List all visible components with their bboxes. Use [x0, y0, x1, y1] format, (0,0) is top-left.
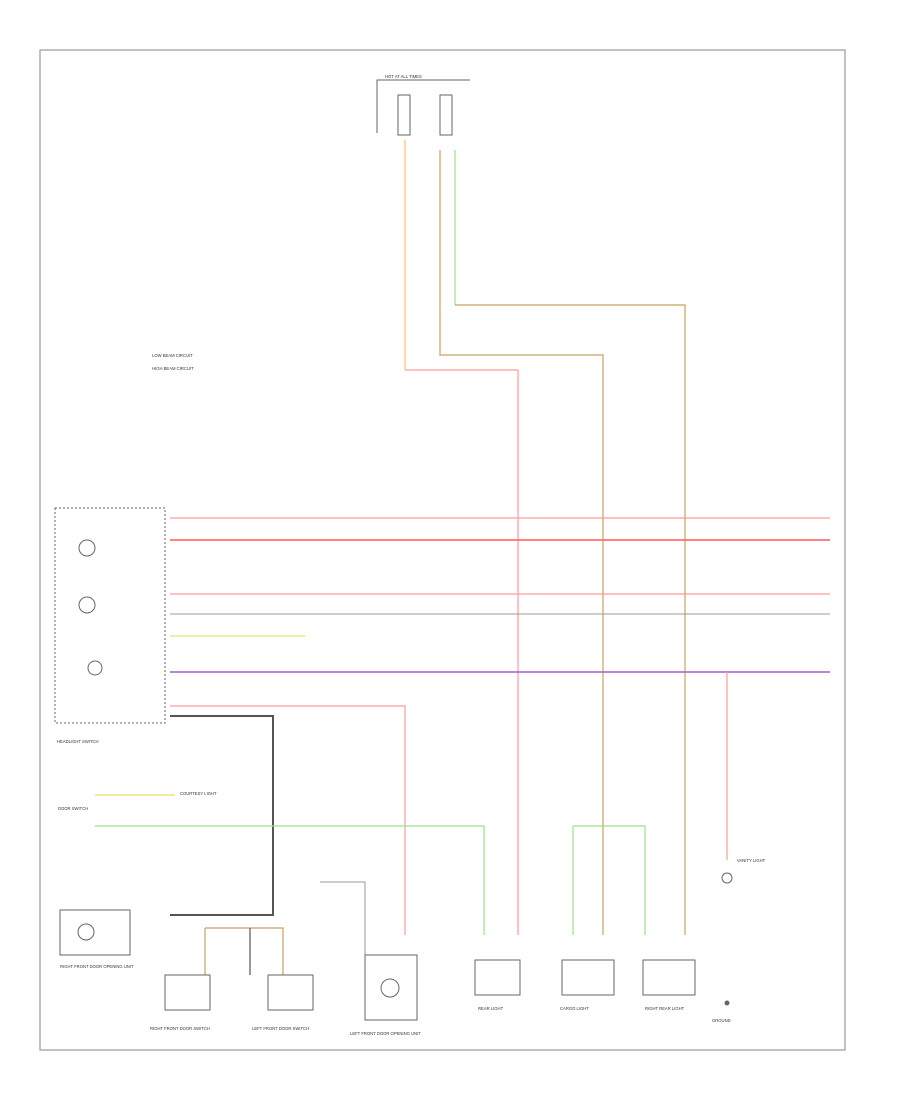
- wire-red-fuse: [405, 369, 519, 935]
- wire-green-door: [95, 825, 485, 935]
- bottom-components: RIGHT FRONT DOOR OPENING UNIT RIGHT FRON…: [58, 791, 766, 1036]
- svg-text:RIGHT FRONT DOOR OPENING UNIT: RIGHT FRONT DOOR OPENING UNIT: [60, 964, 134, 969]
- svg-text:LEFT FRONT DOOR OPENING UNIT: LEFT FRONT DOOR OPENING UNIT: [350, 1031, 421, 1036]
- rear-light-b-box: [561, 959, 615, 996]
- wire-dark-sw: [170, 715, 274, 916]
- legend-item-1: LOW BEAM CIRCUIT: [152, 353, 193, 358]
- headlight-switch-box: HEADLIGHT SWITCH: [54, 507, 166, 744]
- fuse-box-label: HOT AT ALL TIMES: [385, 74, 422, 79]
- rf-door-unit-bulb: [77, 923, 95, 941]
- wire-gray-lf: [320, 881, 366, 955]
- wire-tan-rf: [205, 927, 284, 975]
- svg-text:DOOR SWITCH: DOOR SWITCH: [58, 806, 88, 811]
- park-light-bulb-1: [78, 539, 96, 557]
- lf-door-switch-box: [267, 974, 314, 1011]
- diagram-frame: [39, 49, 846, 1051]
- rf-door-unit-box: [59, 909, 131, 956]
- lf-door-unit-bulb: [380, 978, 400, 998]
- wire-green-cargo: [573, 825, 646, 935]
- svg-text:VANITY LIGHT: VANITY LIGHT: [737, 858, 766, 863]
- vanity-light-bulb: [721, 872, 733, 884]
- interior-light-bulb: [87, 660, 103, 676]
- svg-text:CARGO LIGHT: CARGO LIGHT: [560, 1006, 589, 1011]
- svg-text:COURTESY LIGHT: COURTESY LIGHT: [180, 791, 217, 796]
- headlight-switch-label: HEADLIGHT SWITCH: [57, 739, 99, 744]
- svg-text:RIGHT REAR LIGHT: RIGHT REAR LIGHT: [645, 1006, 685, 1011]
- wires: [95, 140, 830, 975]
- legend: LOW BEAM CIRCUIT HIGH BEAM CIRCUIT: [152, 353, 194, 371]
- rear-light-c-box: [642, 959, 696, 996]
- park-light-bulb-2: [78, 596, 96, 614]
- legend-item-2: HIGH BEAM CIRCUIT: [152, 366, 194, 371]
- rear-light-a-box: [474, 959, 521, 996]
- svg-text:GROUND: GROUND: [712, 1018, 731, 1023]
- svg-text:LEFT FRONT DOOR SWITCH: LEFT FRONT DOOR SWITCH: [252, 1026, 309, 1031]
- rf-door-switch-box: [164, 974, 211, 1011]
- wire-tan-fuse: [439, 150, 604, 935]
- ground-point: [724, 1000, 730, 1006]
- lf-door-unit-box: [364, 954, 418, 1021]
- svg-text:RIGHT FRONT DOOR SWITCH: RIGHT FRONT DOOR SWITCH: [150, 1026, 210, 1031]
- svg-text:REAR LIGHT: REAR LIGHT: [478, 1006, 504, 1011]
- wire-tan-long: [455, 304, 686, 935]
- wire-red-sw-1: [170, 705, 406, 935]
- fuse-box: HOT AT ALL TIMES: [376, 74, 470, 136]
